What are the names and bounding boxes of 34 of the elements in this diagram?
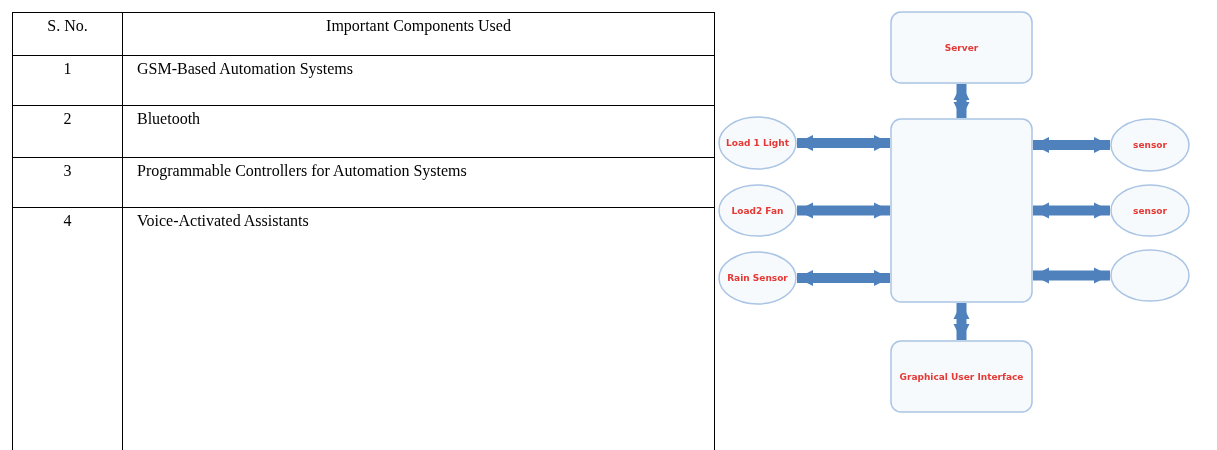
table-text: GSM-Based Automation Systems (137, 60, 353, 77)
table-text: Voice-Activated Assistants (137, 212, 309, 229)
double-arrow (797, 270, 890, 286)
ellipse-node (1110, 118, 1190, 172)
ellipse-node (1110, 249, 1190, 302)
table-text: 4 (63, 212, 72, 229)
node-label: sensor (1133, 205, 1167, 216)
process-box (890, 11, 1033, 84)
ellipse-node (718, 116, 797, 170)
node-label: Load 1 Light (726, 138, 789, 148)
table-text: 2 (63, 110, 72, 127)
double-arrow (953, 303, 970, 340)
column-header: S. No. (47, 17, 88, 34)
table-text: Bluetooth (137, 110, 201, 127)
ellipse-node (718, 184, 797, 237)
double-arrow (953, 84, 970, 118)
double-arrow (797, 202, 890, 219)
double-arrow (1033, 202, 1110, 219)
table-text: 3 (63, 162, 72, 179)
node-label: Server (944, 42, 979, 53)
column-header: Important Components Used (326, 17, 511, 34)
double-arrow (797, 135, 890, 151)
node-label: Rain Sensor (727, 273, 788, 283)
ellipse-node (718, 251, 797, 305)
process-box (890, 340, 1033, 413)
table-text: Programmable Controllers for Automation Systems (137, 162, 467, 179)
double-arrow (1033, 137, 1110, 153)
node-label: sensor (1133, 140, 1167, 150)
table-text: 1 (63, 60, 72, 77)
ellipse-node (1110, 184, 1190, 237)
double-arrow (1033, 267, 1110, 284)
node-label: Graphical User Interface (899, 371, 1024, 382)
process-box (890, 118, 1033, 303)
node-label: Load2 Fan (731, 205, 784, 216)
